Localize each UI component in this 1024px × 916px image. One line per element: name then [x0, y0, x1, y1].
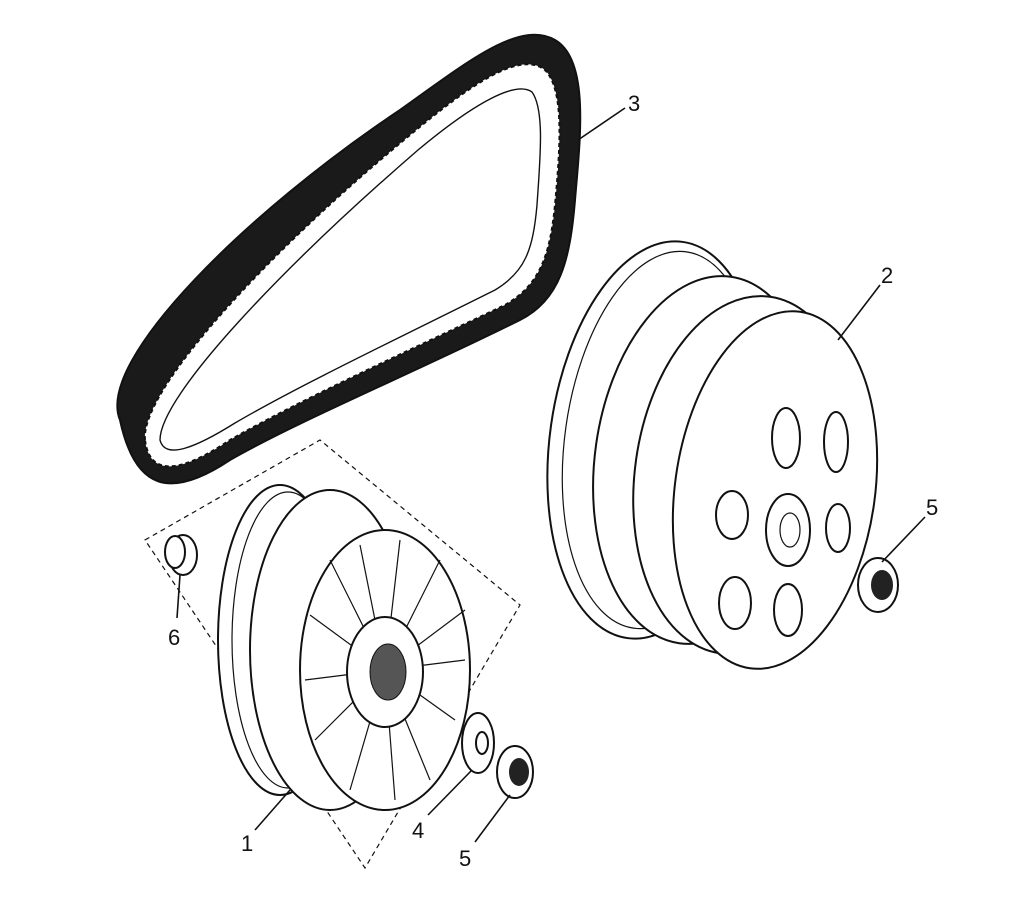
callout-3: 3	[628, 91, 640, 116]
leader-lines	[176, 107, 926, 843]
drive-pulley-assembly-outline	[144, 439, 521, 870]
roller-weight	[164, 534, 198, 576]
driven-pulley	[546, 240, 879, 670]
callout-2: 2	[881, 263, 893, 288]
washer	[461, 712, 495, 774]
callout-6: 6	[168, 625, 180, 650]
callout-4: 4	[412, 818, 424, 843]
flange-nut-right	[857, 557, 899, 613]
callout-5-left: 5	[459, 846, 471, 871]
callout-5-right: 5	[926, 495, 938, 520]
flange-nut-left	[496, 745, 534, 799]
drive-pulley	[217, 484, 471, 811]
drive-belt	[116, 33, 582, 485]
callout-1: 1	[241, 831, 253, 856]
